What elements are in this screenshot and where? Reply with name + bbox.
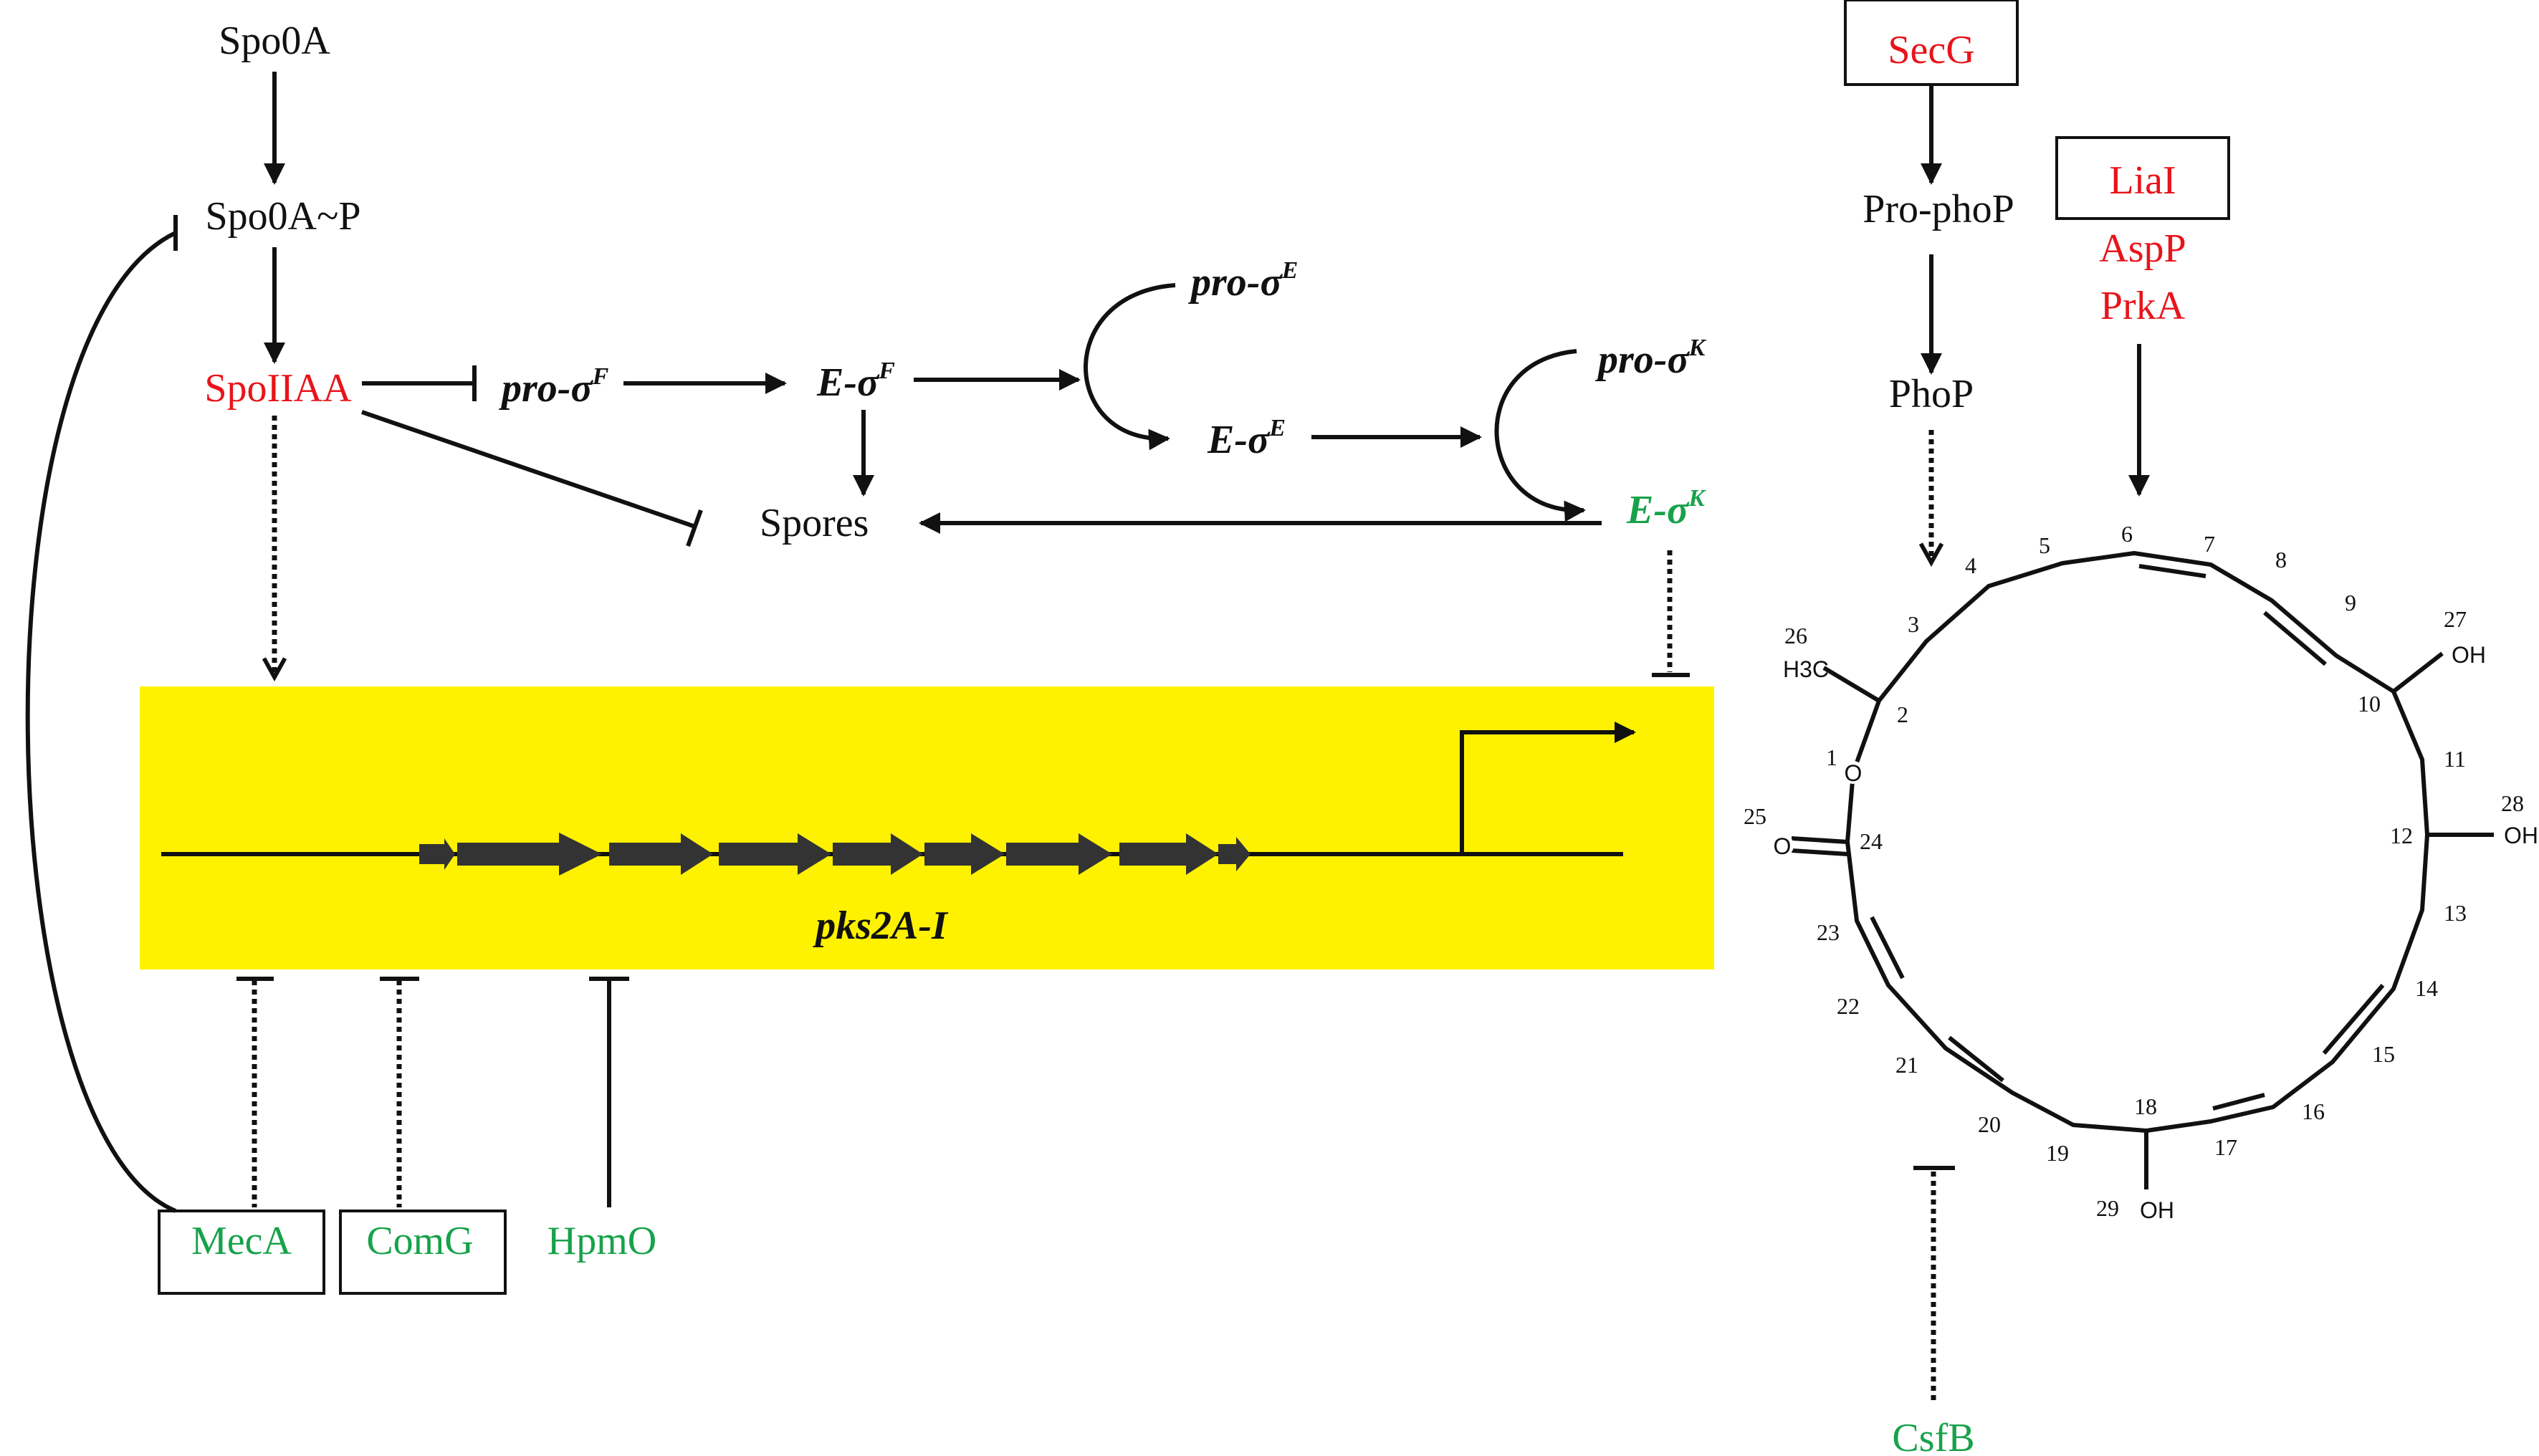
spo0a-p-label: Spo0A~P [205,194,360,239]
sub-number-28: 28 [2501,790,2524,816]
sub-number-29: 29 [2096,1195,2119,1221]
ring-number-23: 23 [1817,919,1840,945]
ring-number-14: 14 [2415,975,2438,1001]
promoter-arrow [1460,722,1636,854]
gene-arrow-2 [457,833,602,876]
ring-number-10: 10 [2358,691,2381,717]
gene-arrow-7 [1006,833,1112,875]
meca-label: MecA [191,1219,292,1263]
double-bond-16-17 [2212,1093,2265,1111]
prka-label: PrkA [2100,284,2186,328]
ring-number-3: 3 [1908,611,1919,637]
ring-number-12: 12 [2390,823,2413,848]
ring-number-5: 5 [2039,532,2050,558]
substituent-numbers: 25 26 27 28 29 [1744,606,2524,1221]
methyl-label: H3C [1783,656,1829,682]
meca-box [158,1210,325,1295]
ring-number-18: 18 [2134,1093,2157,1119]
curve-pro-sigma-e-to-e-sigma-e [1084,283,1176,451]
ring-number-2: 2 [1897,701,1908,727]
ring-number-7: 7 [2204,531,2215,557]
ring-number-19: 19 [2046,1140,2069,1166]
gene-arrow-8 [1119,833,1218,875]
curve-pro-sigma-k-to-e-sigma-k [1494,349,1586,522]
ring-number-9: 9 [2345,590,2356,616]
csfb-label: CsfB [1892,1416,1974,1456]
macrolactone-molecule: O O H3C OH OH OH [1771,551,2538,1223]
ring-number-11: 11 [2444,746,2466,772]
sub-number-25: 25 [1744,803,1766,829]
gene-arrows [419,833,1251,876]
phop-label: PhoP [1889,372,1974,416]
bond-24-carbonyl-a [1791,836,1848,844]
ring-number-8: 8 [2275,547,2287,573]
ring-numbers: 1 2 3 4 5 6 7 8 9 10 11 12 13 14 15 16 1… [1817,521,2467,1166]
ring-oxygen-label: O [1845,760,1863,786]
inhibit-bar-spores [686,509,703,547]
hpmo-label: HpmO [548,1219,656,1263]
gene-arrow-4 [719,833,831,875]
double-bond-20-21 [1948,1035,2004,1083]
secg-label: SecG [1888,28,1974,72]
ring-oxygen-gap [1842,761,1865,784]
spo0a-label: Spo0A [219,19,330,63]
ring-number-4: 4 [1965,552,1976,578]
ring-number-17: 17 [2214,1134,2237,1160]
bond-10-oh [2392,651,2444,694]
gene-arrow-3 [609,833,713,875]
carbonyl-oxygen-label: O [1774,833,1792,859]
spoiiaa-label: SpoIIAA [204,366,352,411]
ring-number-6: 6 [2121,521,2133,547]
double-bond-6-7 [2138,564,2206,578]
pro-sigma-e-label: pro-σE [1188,257,1298,305]
sub-number-26: 26 [1784,623,1807,648]
carbonyl-oxygen-gap [1771,834,1794,857]
e-sigma-k-label: E-σK [1626,485,1706,532]
e-sigma-e-label: E-σE [1207,415,1286,462]
aspp-label: AspP [2099,226,2186,271]
ring-number-15: 15 [2372,1041,2395,1067]
ring-bonds [1845,551,2429,1133]
double-bond-22-23 [1870,916,1905,980]
ring-number-1: 1 [1826,744,1837,770]
bond-2-methyl [1822,666,1880,703]
inhibit-spoiiaa-spores [361,410,696,529]
e-sigma-f-label: E-σF [816,358,895,405]
ring-number-21: 21 [1895,1052,1918,1078]
liai-label: LiaI [2109,158,2176,203]
liai-box [2055,136,2230,220]
gene-arrow-1 [419,838,455,870]
ring-number-20: 20 [1978,1111,2001,1137]
hydroxyl-29-label: OH [2140,1197,2174,1223]
pro-phop-label: Pro-phoP [1863,187,2014,231]
bond-24-carbonyl-b [1791,848,1848,856]
comg-box [339,1210,507,1295]
double-bond-8-9 [2263,610,2327,666]
pro-sigma-k-label: pro-σK [1595,335,1707,382]
ring-number-16: 16 [2302,1098,2325,1124]
ring-number-22: 22 [1837,993,1860,1019]
gene-arrow-6 [924,833,1005,875]
pro-sigma-f-label: pro-σF [499,363,609,411]
gene-arrow-5 [833,833,923,875]
ring-number-24: 24 [1860,828,1883,854]
gene-cluster-label: pks2A-I [813,904,949,948]
sub-number-27: 27 [2444,606,2467,632]
gene-cluster-highlight [140,686,1714,969]
spores-label: Spores [760,501,869,545]
ring-number-13: 13 [2444,900,2467,926]
comg-label: ComG [366,1219,473,1263]
double-bond-14-15 [2322,984,2385,1055]
hydroxyl-27-label: OH [2452,642,2486,668]
hydroxyl-28-label: OH [2504,823,2538,848]
gene-arrow-9 [1218,837,1251,871]
feedback-meca-to-spo0a-p [25,231,177,1213]
